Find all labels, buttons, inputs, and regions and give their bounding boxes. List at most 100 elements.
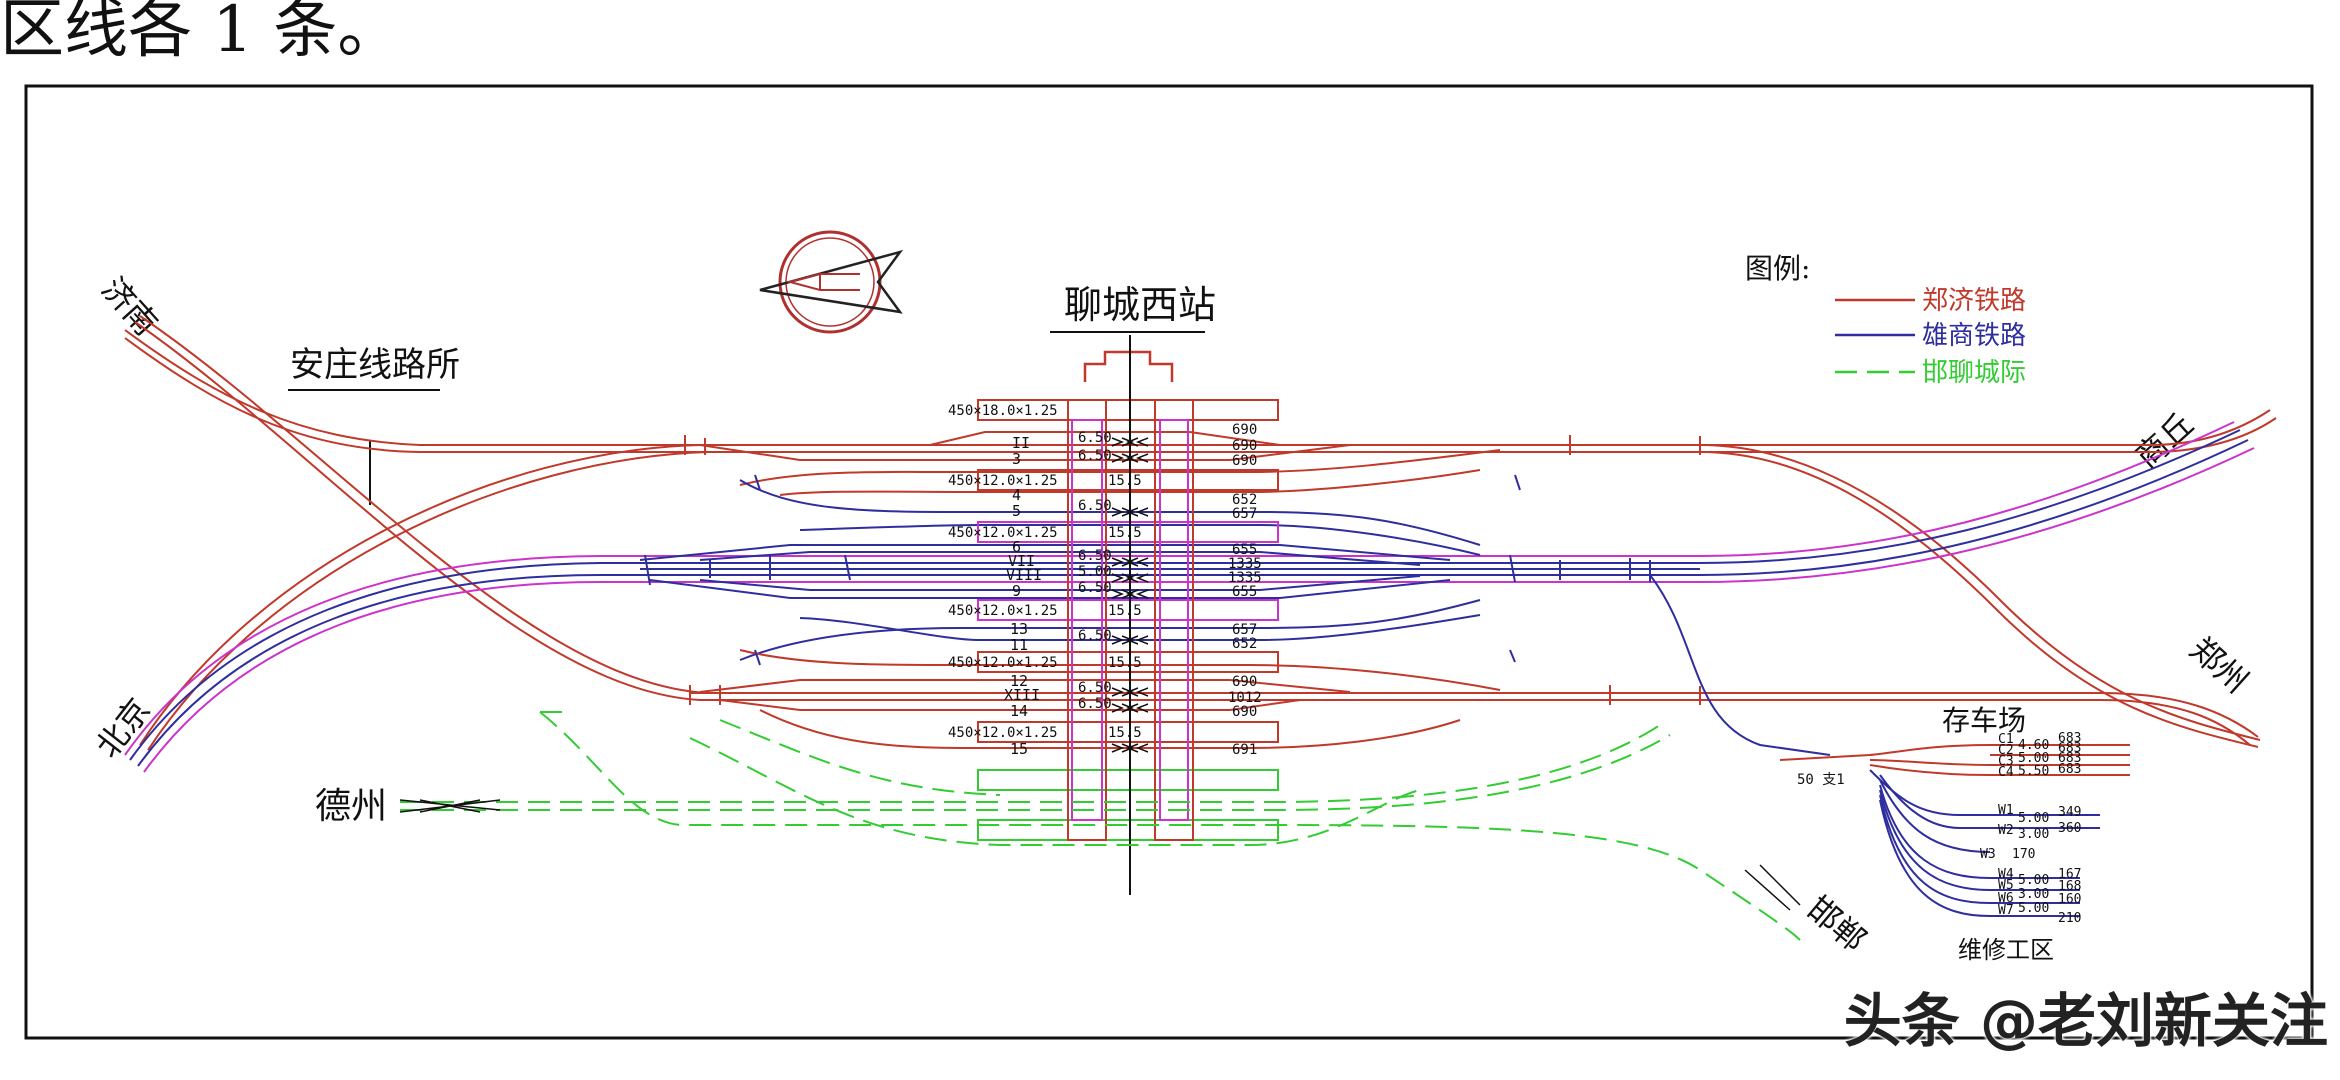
platform-label: 450×12.0×1.25 bbox=[948, 473, 1058, 489]
track-length: 1335 bbox=[1228, 556, 1262, 572]
canopy-label: 15.5 bbox=[1108, 525, 1142, 541]
depot-yard bbox=[1779, 744, 2130, 776]
track-name: 4 bbox=[1012, 486, 1021, 504]
platform-7 bbox=[977, 769, 1279, 791]
dezhou-connection bbox=[399, 799, 501, 813]
platform-5 bbox=[977, 651, 1279, 673]
maintenance-track-label: W5 bbox=[1998, 878, 2014, 893]
track-name: XIII bbox=[1004, 686, 1040, 704]
platforms bbox=[977, 399, 1279, 841]
platform-label: 450×12.0×1.25 bbox=[948, 655, 1058, 671]
track-name: 15 bbox=[1010, 740, 1028, 758]
platform-6 bbox=[977, 721, 1279, 743]
maintenance-title: 维修工区 bbox=[1958, 936, 2054, 964]
width-label: 6.50 bbox=[1078, 696, 1112, 712]
canopy-label: 15.5 bbox=[1108, 473, 1142, 489]
direction-handan: 邯郸 bbox=[1800, 889, 1873, 959]
platform-label: 450×12.0×1.25 bbox=[948, 725, 1058, 741]
platform-label: 450×12.0×1.25 bbox=[948, 525, 1058, 541]
station-yard-tracks bbox=[639, 431, 1831, 756]
track-name: 14 bbox=[1010, 702, 1028, 720]
track-name: 9 bbox=[1012, 582, 1021, 600]
platform-chevrons bbox=[1111, 437, 1149, 753]
track-name: 5 bbox=[1012, 502, 1021, 520]
switch-marks-red bbox=[684, 435, 1701, 705]
track-lengths: 690 690 690 652 657 655 1335 1335 655 65… bbox=[1228, 422, 1262, 758]
width-label: 5.00 bbox=[1078, 564, 1112, 580]
depot-width: 5.00 bbox=[2018, 751, 2049, 766]
platform-width-labels: 6.50 6.50 6.50 6.50 5.00 6.50 6.50 6.50 … bbox=[1078, 430, 1112, 712]
switch-label: 50 支1 bbox=[1797, 772, 1845, 788]
track-name: 3 bbox=[1012, 450, 1021, 468]
drawing-frame bbox=[24, 84, 2314, 1040]
platform-8 bbox=[977, 819, 1279, 841]
track-name: 11 bbox=[1010, 636, 1028, 654]
maintenance-track-label: W7 bbox=[1998, 903, 2014, 918]
depot-track-label: C1 bbox=[1998, 732, 2014, 747]
track-name: VIII bbox=[1006, 566, 1042, 584]
maintenance-labels: W1 W2 W3 W4 W5 W6 W7 5.00 3.00 5.00 3.00… bbox=[1980, 803, 2081, 926]
maintenance-track-label: W2 bbox=[1998, 823, 2014, 838]
track-length: 691 bbox=[1232, 742, 1257, 758]
maintenance-length: 210 bbox=[2058, 911, 2081, 926]
platform-4 bbox=[977, 599, 1279, 621]
depot-width: 4.60 bbox=[2018, 738, 2049, 753]
maintenance-track-label: W4 bbox=[1998, 867, 2014, 882]
station-title: 聊城西站 bbox=[1064, 283, 1216, 327]
switch-marks bbox=[644, 474, 1651, 666]
maintenance-width: 3.00 bbox=[2018, 827, 2049, 842]
maintenance-track-label: W3 bbox=[1980, 847, 1996, 862]
depot-length: 683 bbox=[2058, 762, 2081, 777]
junction-label: 安庄线路所 bbox=[290, 345, 460, 385]
width-label: 6.50 bbox=[1078, 580, 1112, 596]
width-label: 6.50 bbox=[1078, 448, 1112, 464]
width-label: 6.50 bbox=[1078, 548, 1112, 564]
track-length: 657 bbox=[1232, 622, 1257, 638]
width-label: 6.50 bbox=[1078, 628, 1112, 644]
xiongshang-railway bbox=[129, 429, 2249, 767]
track-length: 657 bbox=[1232, 506, 1257, 522]
width-label: 6.50 bbox=[1078, 430, 1112, 446]
maintenance-length: 360 bbox=[2058, 821, 2081, 836]
legend-item-xiongshang: 雄商铁路 bbox=[1922, 321, 2026, 351]
track-name: 6 bbox=[1012, 538, 1021, 556]
legend-item-zhengji: 郑济铁路 bbox=[1922, 286, 2026, 316]
track-names: II 3 4 5 6 VII VIII 9 13 11 12 XIII 14 1… bbox=[1004, 434, 1042, 758]
track-length: 652 bbox=[1232, 636, 1257, 652]
hanliao-intercity bbox=[400, 711, 1801, 941]
track-length: 690 bbox=[1232, 438, 1257, 454]
zhengji-railway bbox=[124, 315, 2277, 751]
track-length: 652 bbox=[1232, 492, 1257, 508]
track-name: 12 bbox=[1010, 672, 1028, 690]
depot-track-label: C2 bbox=[1998, 743, 2014, 758]
track-length: 690 bbox=[1232, 674, 1257, 690]
canopy-label: 15.5 bbox=[1108, 603, 1142, 619]
direction-zhengzhou: 郑州 bbox=[2183, 630, 2256, 701]
track-length: 690 bbox=[1232, 453, 1257, 469]
track-length: 655 bbox=[1232, 542, 1257, 558]
maintenance-length: 170 bbox=[2012, 847, 2035, 862]
platform-1 bbox=[977, 399, 1279, 421]
platform-2 bbox=[977, 469, 1279, 491]
maintenance-length: 168 bbox=[2058, 879, 2081, 894]
maintenance-track-label: W1 bbox=[1998, 803, 2014, 818]
direction-dezhou: 德州 bbox=[315, 786, 387, 827]
track-name: VII bbox=[1008, 552, 1035, 570]
depot-length: 683 bbox=[2058, 741, 2081, 756]
maintenance-track-label: W6 bbox=[1998, 891, 2014, 906]
platform-3 bbox=[977, 521, 1279, 543]
direction-jinan: 济南 bbox=[94, 270, 165, 343]
platform-label: 450×12.0×1.25 bbox=[948, 603, 1058, 619]
depot-track-label: C4 bbox=[1998, 765, 2014, 780]
legend-title: 图例: bbox=[1745, 252, 1810, 285]
station-building bbox=[1083, 350, 1174, 382]
depot-length: 683 bbox=[2058, 751, 2081, 766]
depot-track-label: C3 bbox=[1998, 754, 2014, 769]
xiongshang-platform-lines bbox=[124, 421, 2255, 773]
legend: 图例: 郑济铁路 雄商铁路 邯聊城际 bbox=[1745, 252, 2026, 388]
depot-width: 5.50 bbox=[2018, 764, 2049, 779]
track-length: 690 bbox=[1232, 704, 1257, 720]
maintenance-yard bbox=[1869, 769, 2100, 917]
maintenance-length: 167 bbox=[2058, 867, 2081, 882]
maintenance-width: 5.00 bbox=[2018, 901, 2049, 916]
